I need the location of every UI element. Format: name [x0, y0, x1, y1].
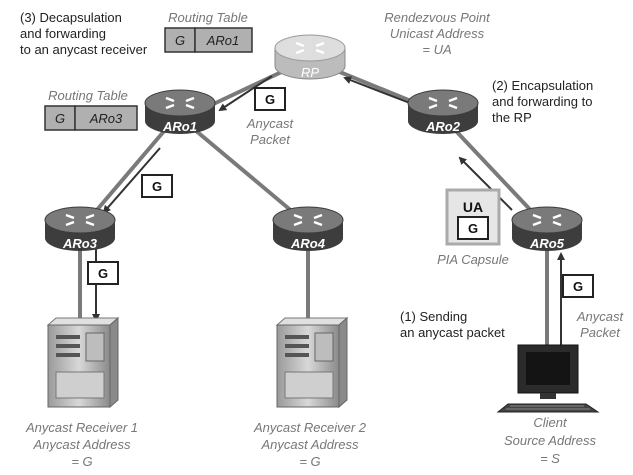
server-receiver2: [275, 316, 349, 409]
packet-aro1-aro3-g: G: [152, 179, 162, 194]
router-aro5: ARo5: [511, 206, 583, 251]
receiver1-line3: = G: [71, 454, 92, 469]
client-line1: Client: [533, 415, 568, 430]
arrows: [92, 75, 565, 346]
routing-table-rp-value: ARo1: [206, 33, 240, 48]
client-line2: Source Address: [504, 433, 597, 448]
routing-table-rp: Routing Table G ARo1: [164, 10, 253, 53]
receiver2-line1: Anycast Receiver 2: [253, 420, 367, 435]
step3-line2: and forwarding: [20, 26, 106, 41]
client-computer: [496, 344, 600, 413]
anycast-label-bottom-1: Anycast: [576, 309, 625, 324]
receiver2-caption: Anycast Receiver 2 Anycast Address = G: [253, 420, 367, 469]
step2-line3: the RP: [492, 110, 532, 125]
step2-line1: (2) Encapsulation: [492, 78, 593, 93]
packet-client-aro5: G Anycast Packet: [562, 274, 625, 340]
arrow-aro5-to-aro2: [458, 156, 513, 211]
link-aro1-aro4: [193, 128, 302, 220]
step1-line1: (1) Sending: [400, 309, 467, 324]
rendezvous-text: Rendezvous Point Unicast Address = UA: [384, 10, 491, 57]
receiver2-line2: Anycast Address: [260, 437, 359, 452]
client-caption: Client Source Address = S: [504, 415, 597, 466]
packet-rp-aro1: G Anycast Packet: [246, 87, 295, 147]
receiver1-line2: Anycast Address: [32, 437, 131, 452]
routing-table-aro1: Routing Table G ARo3: [44, 88, 138, 131]
server-receiver1: [46, 316, 120, 409]
rendezvous-line1: Rendezvous Point: [384, 10, 491, 25]
routing-table-aro1-title: Routing Table: [48, 88, 128, 103]
router-rp: RP: [274, 34, 346, 80]
router-aro1: ARo1: [144, 89, 216, 134]
pia-capsule-g: G: [468, 221, 478, 236]
pia-capsule: UA G PIA Capsule: [437, 188, 509, 267]
receiver1-line1: Anycast Receiver 1: [25, 420, 138, 435]
anycast-label-top-2: Packet: [250, 132, 291, 147]
step3-line1: (3) Decapsulation: [20, 10, 122, 25]
rendezvous-line2: Unicast Address: [390, 26, 485, 41]
anycast-label-bottom-2: Packet: [580, 325, 621, 340]
step2-text: (2) Encapsulation and forwarding to the …: [492, 78, 593, 125]
link-aro1-aro3: [88, 128, 167, 220]
receiver2-line3: = G: [299, 454, 320, 469]
router-aro4-label: ARo4: [290, 236, 326, 251]
pia-capsule-label: PIA Capsule: [437, 252, 509, 267]
link-aro2-aro5: [453, 128, 540, 220]
step1-line2: an anycast packet: [400, 325, 505, 340]
step2-line2: and forwarding to: [492, 94, 592, 109]
router-rp-label: RP: [301, 65, 319, 80]
router-aro1-label: ARo1: [162, 119, 197, 134]
step3-line3: to an anycast receiver: [20, 42, 148, 57]
link-rp-aro1: [204, 66, 291, 110]
step3-text: (3) Decapsulation and forwarding to an a…: [20, 10, 148, 57]
router-aro4: ARo4: [272, 206, 344, 251]
router-aro3-label: ARo3: [62, 236, 98, 251]
pia-capsule-ua: UA: [463, 199, 483, 215]
anycast-label-top-1: Anycast: [246, 116, 295, 131]
packet-aro1-aro3: G: [141, 174, 173, 198]
routing-table-rp-key: G: [175, 33, 185, 48]
router-aro3: ARo3: [44, 206, 116, 251]
router-aro2: ARo2: [407, 89, 479, 134]
routing-table-aro1-value: ARo3: [89, 111, 123, 126]
routing-table-rp-title: Routing Table: [168, 10, 248, 25]
packet-aro3-server: G: [87, 261, 119, 285]
routing-table-aro1-key: G: [55, 111, 65, 126]
packet-rp-aro1-g: G: [265, 92, 275, 107]
arrow-rp-to-aro1: [218, 75, 273, 112]
arrow-aro1-to-aro3: [102, 147, 161, 214]
rendezvous-line3: = UA: [422, 42, 451, 57]
arrow-aro2-to-rp: [343, 76, 416, 106]
router-aro2-label: ARo2: [425, 119, 461, 134]
router-aro5-label: ARo5: [529, 236, 565, 251]
links: [78, 66, 549, 350]
step1-text: (1) Sending an anycast packet: [400, 309, 505, 340]
packet-aro3-server-g: G: [98, 266, 108, 281]
receiver1-caption: Anycast Receiver 1 Anycast Address = G: [25, 420, 138, 469]
client-line3: = S: [540, 451, 560, 466]
packet-client-aro5-g: G: [573, 279, 583, 294]
